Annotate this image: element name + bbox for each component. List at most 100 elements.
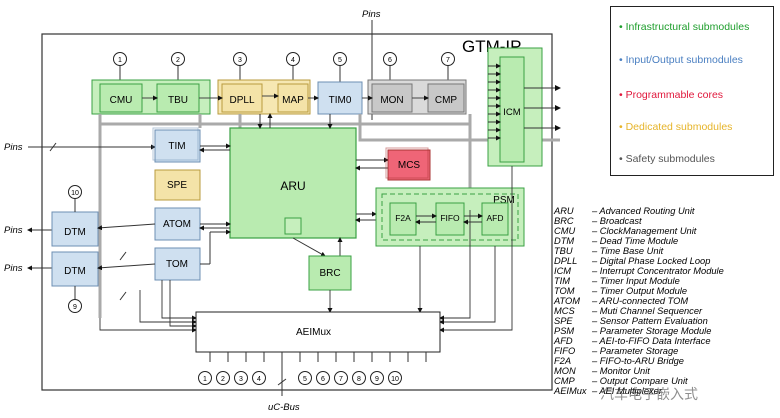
top-port-circles: 1 2 3 4 5 6 7 (113, 52, 455, 66)
legend-safety: • Safety submodules (619, 153, 715, 165)
svg-text:MON: MON (554, 366, 576, 376)
abbr-row: CMU– ClockManagement Unit (554, 226, 697, 236)
mcs-block[interactable]: MCS (385, 147, 431, 181)
pins-label-dtm2: Pins (4, 263, 23, 274)
dtm-block-1[interactable]: DTM (51, 211, 99, 247)
legend-bullet: • (619, 153, 626, 165)
psm-label: PSM (493, 195, 515, 206)
abbr-row: ICM– Interrupt Concentrator Module (554, 266, 724, 276)
svg-text:– Muti Channel Sequencer: – Muti Channel Sequencer (591, 306, 703, 316)
svg-text:SPE: SPE (167, 180, 187, 191)
spe-block[interactable]: SPE (154, 169, 201, 201)
svg-text:AFD: AFD (553, 336, 573, 346)
svg-text:10: 10 (71, 190, 79, 197)
abbr-row: PSM– Parameter Storage Module (554, 326, 711, 336)
abbr-row: TOM – Timer Output Module (554, 286, 687, 296)
svg-text:9: 9 (73, 304, 77, 311)
svg-text:– ARU-connected TOM: – ARU-connected TOM (591, 296, 688, 306)
svg-text:CMU: CMU (110, 95, 133, 106)
svg-text:DTM: DTM (554, 236, 574, 246)
svg-text:6: 6 (321, 376, 325, 383)
svg-text:– FIFO-to-ARU Bridge: – FIFO-to-ARU Bridge (591, 356, 684, 366)
svg-text:5: 5 (338, 57, 342, 64)
tom-block[interactable]: TOM (154, 247, 201, 281)
mon-block[interactable]: MON (371, 83, 413, 113)
svg-text:– Sensor Pattern Evaluation: – Sensor Pattern Evaluation (591, 316, 708, 326)
svg-text:AEIMux: AEIMux (296, 327, 331, 338)
svg-text:– Digital Phase Locked Loop: – Digital Phase Locked Loop (591, 256, 710, 266)
svg-text:4: 4 (291, 57, 295, 64)
tim-block[interactable]: TIM (152, 127, 201, 163)
abbr-row: MON– Monitor Unit (554, 366, 650, 376)
svg-text:TOM: TOM (554, 286, 575, 296)
svg-text:ATOM: ATOM (553, 296, 580, 306)
bottom-port-circles: 1 2 3 4 5 6 7 8 9 10 (198, 371, 402, 385)
atom-block[interactable]: ATOM (154, 207, 201, 241)
abbr-row: ARU– Advanced Routing Unit (553, 206, 695, 216)
aeimux-block[interactable]: AEIMux (195, 311, 441, 353)
legend-programmable: • Programmable cores (619, 89, 724, 101)
dpll-block[interactable]: DPLL (221, 83, 263, 113)
bottom-circle-8: 8 (352, 371, 366, 385)
svg-text:ICM: ICM (503, 107, 521, 118)
afd-block[interactable]: AFD (481, 202, 509, 236)
abbr-row: TBU– Time Base Unit (554, 246, 664, 256)
cmu-block[interactable]: CMU (99, 83, 143, 113)
svg-text:3: 3 (239, 376, 243, 383)
abbr-row: DTM– Dead Time Module (554, 236, 678, 246)
icm-block[interactable]: ICM (499, 56, 525, 163)
port-circle-4: 4 (286, 52, 300, 66)
svg-text:MCS: MCS (554, 306, 575, 316)
fifo-block[interactable]: FIFO (435, 202, 465, 236)
svg-text:SPE: SPE (554, 316, 573, 326)
svg-text:9: 9 (375, 376, 379, 383)
svg-text:TIM: TIM (554, 276, 570, 286)
cmp-block[interactable]: CMP (427, 83, 465, 113)
abbr-row: DPLL– Digital Phase Locked Loop (554, 256, 710, 266)
port-circle-1: 1 (113, 52, 127, 66)
tim0-block[interactable]: TIM0 (317, 81, 363, 115)
svg-text:– AEI-to-FIFO Data Interface: – AEI-to-FIFO Data Interface (591, 336, 711, 346)
brc-block[interactable]: BRC (308, 255, 352, 291)
svg-text:10: 10 (391, 376, 399, 383)
abbr-row: CMP– Output Compare Unit (554, 376, 688, 386)
svg-text:FIFO: FIFO (440, 213, 460, 223)
svg-text:TIM: TIM (168, 141, 185, 152)
svg-text:3: 3 (238, 57, 242, 64)
svg-text:ICM: ICM (554, 266, 571, 276)
watermark-text: 汽车电子嵌入式 (600, 386, 698, 402)
bottom-circle-2: 2 (216, 371, 230, 385)
f2a-block[interactable]: F2A (389, 202, 417, 236)
bottom-circle-9: 9 (370, 371, 384, 385)
abbr-row: ATOM – ARU-connected TOM (553, 296, 688, 306)
abbr-row: MCS – Muti Channel Sequencer (554, 306, 703, 316)
port-circle-6: 6 (383, 52, 397, 66)
svg-text:2: 2 (176, 57, 180, 64)
port-circle-3: 3 (233, 52, 247, 66)
pins-label-dtm1: Pins (4, 225, 23, 236)
abbr-row: AFD – AEI-to-FIFO Data Interface (553, 336, 711, 346)
port-circle-2: 2 (171, 52, 185, 66)
svg-text:– AEI Multiplexer: – AEI Multiplexer (591, 386, 663, 396)
legend-input-output: • Input/Output submodules (619, 54, 743, 66)
svg-text:MAP: MAP (282, 95, 304, 106)
legend-bullet: • (619, 121, 626, 133)
svg-text:4: 4 (257, 376, 261, 383)
legend-dedicated: • Dedicated submodules (619, 121, 733, 133)
svg-text:DTM: DTM (64, 227, 86, 238)
abbr-row: TIM – Timer Input Module (554, 276, 680, 286)
abbr-row: AEIMux– AEI Multiplexer (553, 386, 663, 396)
svg-text:– Output Compare Unit: – Output Compare Unit (591, 376, 688, 386)
aru-block[interactable]: ARU (229, 127, 357, 239)
bottom-circle-3: 3 (234, 371, 248, 385)
map-block[interactable]: MAP (277, 83, 309, 113)
svg-text:– Timer Output Module: – Timer Output Module (591, 286, 687, 296)
svg-text:TOM: TOM (166, 259, 188, 270)
svg-text:– ClockManagement Unit: – ClockManagement Unit (591, 226, 697, 236)
dtm-block-2[interactable]: DTM (51, 251, 99, 287)
svg-text:1: 1 (203, 376, 207, 383)
svg-text:– Timer Input Module: – Timer Input Module (591, 276, 680, 286)
tbu-block[interactable]: TBU (156, 83, 200, 113)
svg-text:F2A: F2A (395, 213, 411, 223)
